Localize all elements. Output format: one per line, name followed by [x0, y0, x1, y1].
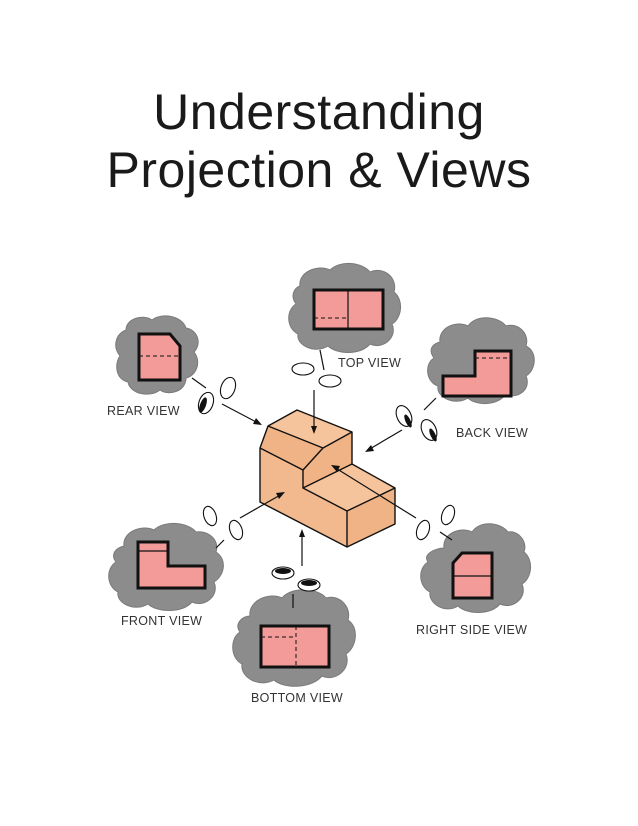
front-view-label: FRONT VIEW [121, 614, 202, 628]
back-view-drawing [441, 349, 513, 398]
rear-view-eyes [197, 376, 237, 415]
object-right-face [347, 488, 395, 547]
front-view-group: FRONT VIEW [108, 492, 285, 628]
bottom-view-drawing [259, 624, 331, 669]
top-view-group: TOP VIEW [288, 263, 401, 434]
top-view-label: TOP VIEW [338, 356, 401, 370]
right-side-view-eyes [415, 504, 456, 541]
object-riser-face [303, 432, 352, 488]
rear-view-label: REAR VIEW [107, 404, 180, 418]
back-view-group: BACK VIEW [365, 317, 535, 452]
top-view-eyes [291, 362, 342, 388]
front-view-eyes [202, 505, 244, 541]
object-front-face [260, 448, 347, 547]
rear-view-group: REAR VIEW [107, 315, 262, 425]
front-view-drawing [136, 540, 207, 590]
object-top-face [268, 410, 352, 448]
bottom-view-label: BOTTOM VIEW [251, 691, 343, 705]
back-view-label: BACK VIEW [456, 426, 528, 440]
isometric-object [259, 409, 396, 548]
right-side-view-label: RIGHT SIDE VIEW [416, 623, 527, 637]
right-side-view-group: RIGHT SIDE VIEW [331, 465, 531, 637]
bottom-view-group: BOTTOM VIEW [232, 529, 356, 705]
page-title-line-2: Projection & Views [106, 142, 532, 198]
rear-view-drawing [137, 332, 182, 382]
page-title-line-1: Understanding [153, 84, 485, 140]
back-view-eyes [395, 405, 438, 442]
bottom-view-eyes [271, 566, 321, 592]
object-chamfer-face [260, 426, 323, 470]
